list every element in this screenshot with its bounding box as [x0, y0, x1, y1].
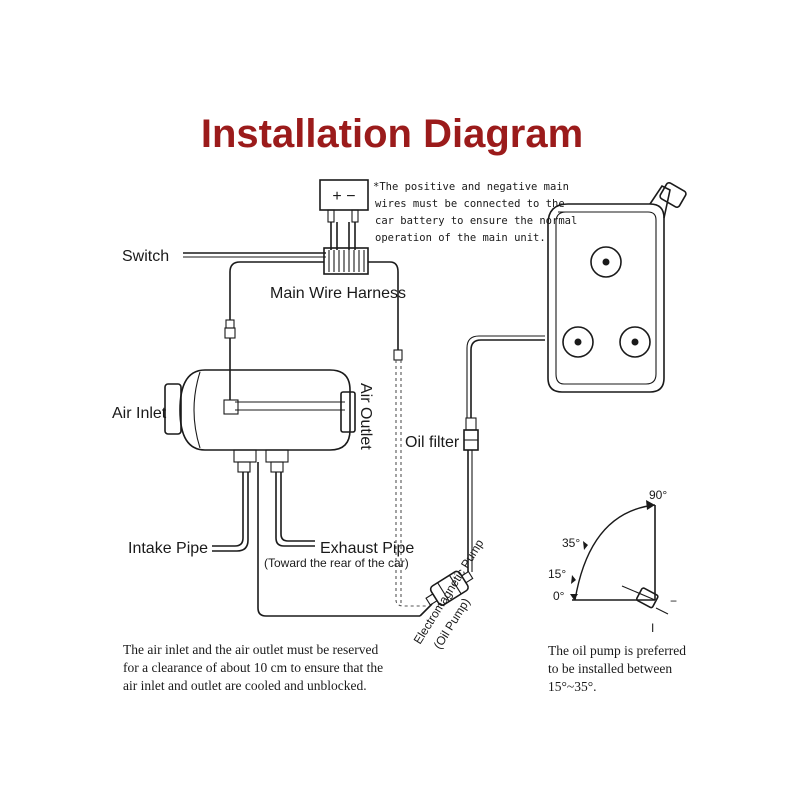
exhaust-note: (Toward the rear of the car) — [264, 556, 409, 570]
air-outlet-label: Air Outlet — [357, 383, 374, 450]
battery-note-line: car battery to ensure the normal — [375, 215, 577, 227]
angle-i-label: I — [651, 621, 654, 635]
intake-pipe-label: Intake Pipe — [128, 540, 208, 557]
pump-angle-note-line: 15°~35°. — [548, 679, 596, 694]
battery-note-line: wires must be connected to the — [375, 198, 565, 210]
main-wire-harness-label: Main Wire Harness — [270, 285, 406, 302]
pump-angle-note-line: The oil pump is preferred — [548, 643, 686, 658]
battery-note: *The positive and negative main wires mu… — [373, 181, 577, 244]
diagram-title: Installation Diagram — [201, 112, 583, 156]
exhaust-pipe — [275, 472, 315, 547]
exhaust-pipe-label: Exhaust Pipe — [320, 540, 414, 557]
oil-filter — [463, 417, 479, 451]
harness-wire — [229, 261, 324, 320]
fuel-line-heater — [257, 462, 420, 617]
air-inlet-label: Air Inlet — [112, 405, 167, 422]
battery-terminals: + − — [332, 188, 355, 205]
oil-filter-label: Oil filter — [405, 434, 460, 451]
angle-90-label: 90° — [649, 488, 667, 502]
angle-35-label: 35° — [562, 536, 580, 550]
angle-0-label: 0° — [553, 589, 565, 603]
pump-angle-note: The oil pump is preferred to be installe… — [548, 643, 686, 694]
clearance-note-line: for a clearance of about 10 cm to ensure… — [123, 660, 383, 675]
heater-unit — [164, 369, 356, 473]
clearance-note-line: The air inlet and the air outlet must be… — [123, 642, 379, 657]
angle-15-label: 15° — [548, 567, 566, 581]
battery: + − — [319, 179, 369, 250]
wire-harness-connector — [323, 247, 369, 275]
pump-angle-note-line: to be installed between — [548, 661, 672, 676]
battery-note-line: *The positive and negative main — [373, 181, 569, 193]
battery-note-line: operation of the main unit. — [375, 232, 546, 244]
switch-label: Switch — [122, 248, 169, 265]
intake-pipe — [212, 472, 244, 547]
clearance-note: The air inlet and the air outlet must be… — [123, 642, 383, 693]
clearance-note-line: air inlet and outlet are cooled and unbl… — [123, 678, 367, 693]
angle-minus-label: − — [670, 594, 677, 608]
fuel-tank — [547, 182, 687, 393]
angle-diagram — [570, 500, 669, 615]
electromagnetic-pump — [425, 570, 474, 606]
